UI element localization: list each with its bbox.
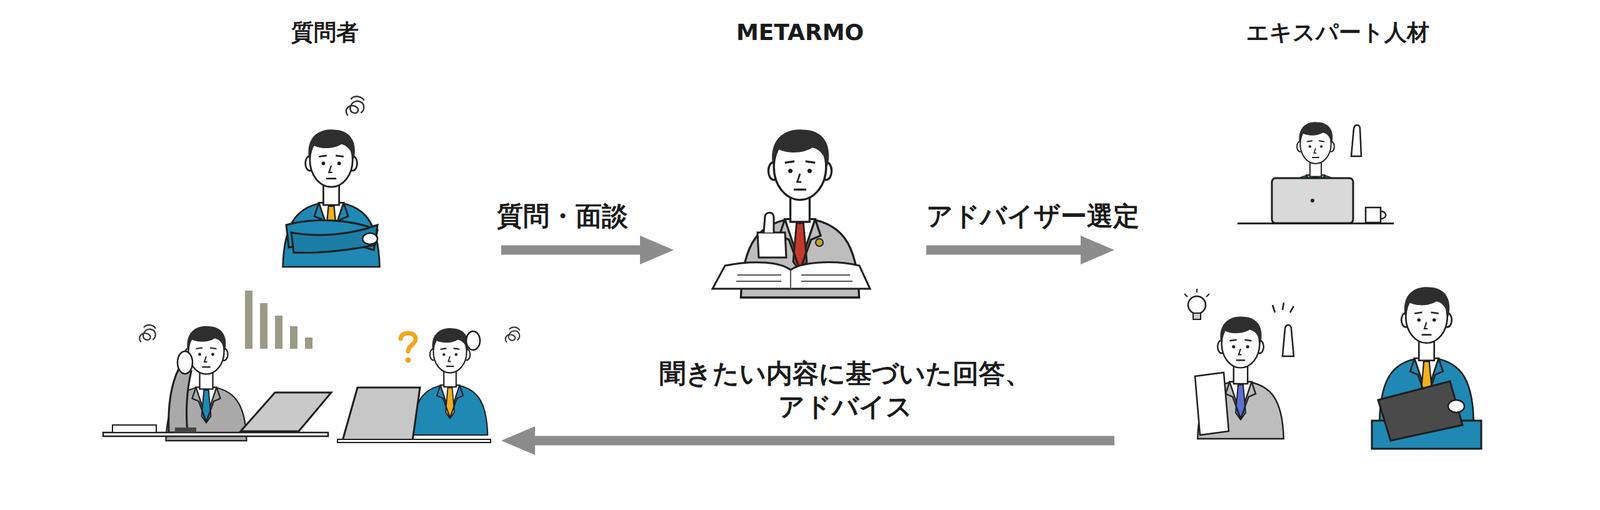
advisor-person <box>757 232 787 258</box>
advisor-person <box>763 212 774 233</box>
puzzled-person <box>337 439 491 443</box>
expert-person <box>1380 211 1386 219</box>
expert-person <box>1184 288 1210 297</box>
puzzled-person <box>505 327 520 343</box>
puzzled-person <box>412 328 488 435</box>
arrow-label: 質問・面談 <box>493 200 632 234</box>
tired-person <box>112 425 157 433</box>
expert-person <box>1193 313 1201 320</box>
tired-person <box>139 325 155 342</box>
tired-person <box>275 315 283 349</box>
arrow-label: アドバイザー選定 <box>922 200 1144 234</box>
flow-arrow <box>526 436 1115 446</box>
puzzled-person <box>337 327 520 443</box>
column-panel: 質問者 <box>148 12 502 475</box>
worried-person <box>283 129 380 267</box>
arrow-label: 聞きたい内容に基づいた回答、 アドバイス <box>645 357 1047 424</box>
tired-person <box>177 351 193 374</box>
advisor-person <box>815 238 824 247</box>
tired-person <box>168 368 192 433</box>
tired-person <box>290 326 298 349</box>
worried-person <box>291 225 378 253</box>
expert-person <box>1310 198 1315 203</box>
worried-person <box>362 233 378 245</box>
puzzled-person <box>405 357 412 364</box>
expert-person <box>1448 400 1465 413</box>
expert-person <box>1237 121 1394 225</box>
expert-person <box>1195 372 1229 435</box>
advisor-person <box>712 129 870 298</box>
worried-person <box>283 96 380 267</box>
expert-person <box>1188 296 1206 314</box>
expert-person <box>1282 325 1294 357</box>
tired-person <box>175 427 197 433</box>
advisor-person <box>736 270 853 289</box>
column-heading: エキスパート人材 <box>1114 18 1561 46</box>
tired-person <box>305 337 313 349</box>
expert-person <box>1371 286 1482 449</box>
column-panel: エキスパート人材 <box>1114 12 1561 475</box>
tired-person <box>260 303 268 349</box>
expert-person <box>1271 178 1354 224</box>
puzzled-person <box>466 331 480 350</box>
expert-person <box>1351 125 1362 157</box>
tired-person <box>103 290 332 441</box>
advisor-person <box>712 262 870 289</box>
worried-person <box>346 96 364 115</box>
tired-person <box>245 290 253 349</box>
flow-arrow <box>501 245 649 255</box>
expert-person <box>1184 288 1294 439</box>
tired-person <box>166 326 247 441</box>
expert-person <box>1272 302 1294 313</box>
flow-arrow <box>926 245 1090 255</box>
puzzled-person <box>400 333 416 352</box>
column-heading: METARMO <box>673 18 927 46</box>
column-heading: 質問者 <box>148 18 502 46</box>
puzzled-person <box>342 387 420 441</box>
expert-person <box>1365 207 1381 223</box>
tired-person <box>240 392 332 432</box>
